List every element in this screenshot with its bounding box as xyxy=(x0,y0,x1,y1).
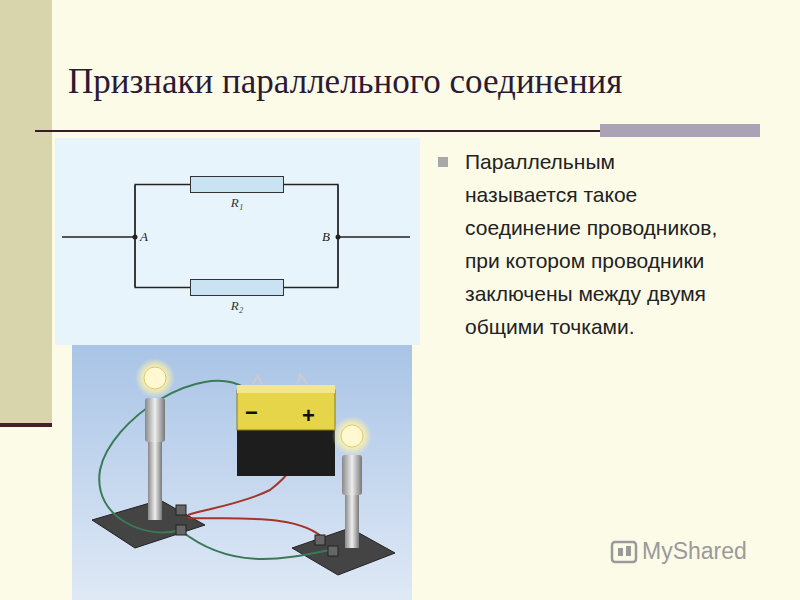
lamp-bulb xyxy=(341,425,363,447)
connecting-wire xyxy=(284,185,338,288)
battery-top xyxy=(237,390,335,430)
point-label: B xyxy=(322,229,330,245)
battery-sign: − xyxy=(245,400,258,426)
lamp-post xyxy=(345,490,359,548)
side-band-end xyxy=(0,423,52,427)
resistor-symbol: R₁ xyxy=(190,176,284,211)
terminal-clip xyxy=(176,525,186,535)
watermark-icon xyxy=(612,542,636,562)
resistor-body xyxy=(190,176,284,193)
terminal-clip xyxy=(315,535,325,545)
lamp-glow xyxy=(332,416,372,456)
lead-wire xyxy=(338,236,410,237)
point-label: A xyxy=(140,229,148,245)
battery-terminal xyxy=(252,376,262,385)
battery-body xyxy=(237,428,335,476)
battery-terminal xyxy=(298,374,308,385)
lamp-socket xyxy=(342,455,362,495)
red-wire xyxy=(188,518,325,540)
title-bar xyxy=(600,124,760,137)
battery-sign: + xyxy=(302,403,315,429)
resistor-symbol: R₂ xyxy=(190,279,284,314)
schematic-ground xyxy=(55,138,420,345)
green-wire xyxy=(180,530,330,559)
lamp-post xyxy=(148,440,162,520)
lead-wire xyxy=(62,236,135,237)
illustration-ground xyxy=(72,345,412,600)
definition-text: Параллельным называется такое соединение… xyxy=(465,145,727,343)
bullet-square xyxy=(438,157,448,167)
watermark: MyShared xyxy=(642,538,747,565)
terminal-clip xyxy=(328,546,338,556)
connecting-wire xyxy=(135,185,190,288)
green-wire xyxy=(99,381,245,533)
lamp-socket xyxy=(145,398,165,442)
resistor-label: R₁ xyxy=(190,195,284,211)
terminal-clip xyxy=(176,505,186,515)
side-band xyxy=(0,0,52,425)
battery-cap xyxy=(237,385,335,393)
lamp-glow xyxy=(135,358,175,398)
lamp-base xyxy=(292,528,395,575)
watermark-icon xyxy=(618,548,623,556)
slide-title: Признаки параллельного соединения xyxy=(68,62,622,102)
watermark-icon xyxy=(626,546,631,556)
resistor-label: R₂ xyxy=(190,298,284,314)
resistor-body xyxy=(190,279,284,296)
lamp-bulb xyxy=(144,367,166,389)
